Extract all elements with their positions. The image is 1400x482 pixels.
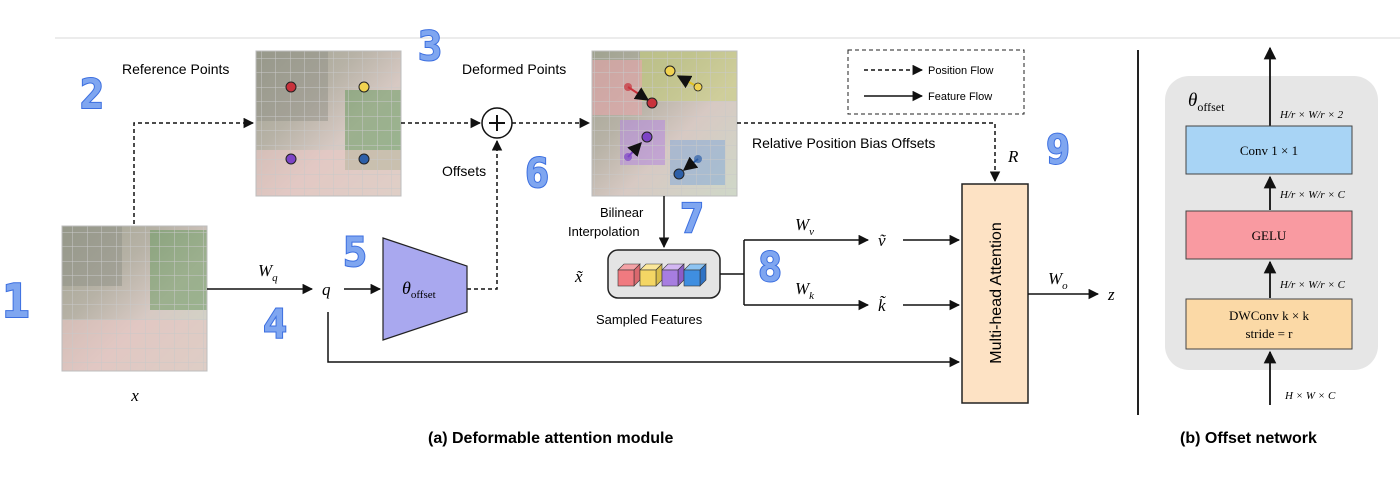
- caption-a: (a) Deformable attention module: [428, 430, 673, 447]
- badge-2: 2: [80, 72, 104, 118]
- dwconv-block: [1185, 298, 1353, 350]
- legend-position-flow: Position Flow: [928, 65, 993, 77]
- sampled-features-box: [607, 249, 721, 299]
- badge-3: 3: [418, 24, 442, 70]
- badge-7: 7: [680, 196, 704, 242]
- ref-point-blue: [358, 153, 370, 165]
- flow-q-to-mha: [327, 312, 961, 368]
- theta-offset-block: [382, 237, 468, 341]
- badge-4: 4: [263, 302, 287, 348]
- label-interpolation: Interpolation: [568, 224, 640, 239]
- mha-label: Multi-head Attention: [988, 222, 1005, 363]
- dwconv-label-1: DWConv k × k: [1229, 308, 1309, 323]
- input-image-x: [61, 225, 208, 372]
- legend-feature-flow: Feature Flow: [928, 91, 992, 103]
- math-q: q: [322, 280, 331, 299]
- math-wo: Wo: [1048, 269, 1068, 292]
- math-v-tilde: ṽ: [878, 231, 886, 250]
- conv-label: Conv 1 × 1: [1240, 143, 1298, 158]
- on-dim-mid1: H/r × W/r × C: [1279, 189, 1346, 201]
- math-k-tilde: k̃: [878, 296, 886, 315]
- badge-5: 5: [343, 230, 367, 276]
- math-x: x: [130, 386, 139, 405]
- flow-deformed-to-mha: [737, 122, 1001, 183]
- badge-8: 8: [758, 245, 782, 291]
- math-r: R: [1007, 147, 1019, 166]
- reference-points-image: [255, 50, 402, 197]
- deformed-point-blue: [673, 168, 685, 180]
- on-dim-out: H/r × W/r × 2: [1279, 109, 1344, 121]
- plus-node: [481, 107, 513, 139]
- on-dim-in: H × W × C: [1284, 390, 1336, 402]
- gelu-block: [1185, 210, 1353, 260]
- legend: Position Flow Feature Flow: [847, 49, 1025, 115]
- flow-x-to-reference: [133, 117, 255, 224]
- on-dim-mid2: H/r × W/r × C: [1279, 279, 1346, 291]
- deformed-point-red: [646, 97, 658, 109]
- math-wv: Wv: [795, 215, 814, 238]
- label-relative-position-bias-offsets: Relative Position Bias Offsets: [752, 135, 935, 151]
- badge-6: 6: [525, 151, 549, 197]
- badge-1: 1: [2, 274, 30, 328]
- offset-network-title: θoffset: [1188, 90, 1225, 114]
- label-deformed-points: Deformed Points: [462, 61, 566, 77]
- caption-b: (b) Offset network: [1180, 430, 1317, 447]
- deformed-point-yellow: [664, 65, 676, 77]
- ref-point-yellow: [358, 81, 370, 93]
- ref-point-purple: [285, 153, 297, 165]
- label-offsets: Offsets: [442, 163, 486, 179]
- flow-offsets-to-plus: [467, 139, 503, 290]
- deformed-point-purple: [641, 131, 653, 143]
- math-z: z: [1107, 285, 1115, 304]
- mha-block: [961, 183, 1029, 404]
- math-wq: Wq: [258, 261, 278, 284]
- theta-offset-label: θoffset: [402, 278, 436, 301]
- ref-point-red: [285, 81, 297, 93]
- label-sampled-features: Sampled Features: [596, 312, 703, 327]
- badge-9: 9: [1046, 127, 1070, 173]
- math-x-tilde: x̃: [574, 267, 583, 286]
- deformed-points-image: [591, 50, 738, 197]
- label-bilinear: Bilinear: [600, 205, 644, 220]
- dwconv-label-2: stride = r: [1245, 326, 1293, 341]
- conv-block: [1185, 125, 1353, 175]
- gelu-label: GELU: [1252, 228, 1287, 243]
- label-reference-points: Reference Points: [122, 61, 229, 77]
- math-wk: Wk: [795, 279, 815, 302]
